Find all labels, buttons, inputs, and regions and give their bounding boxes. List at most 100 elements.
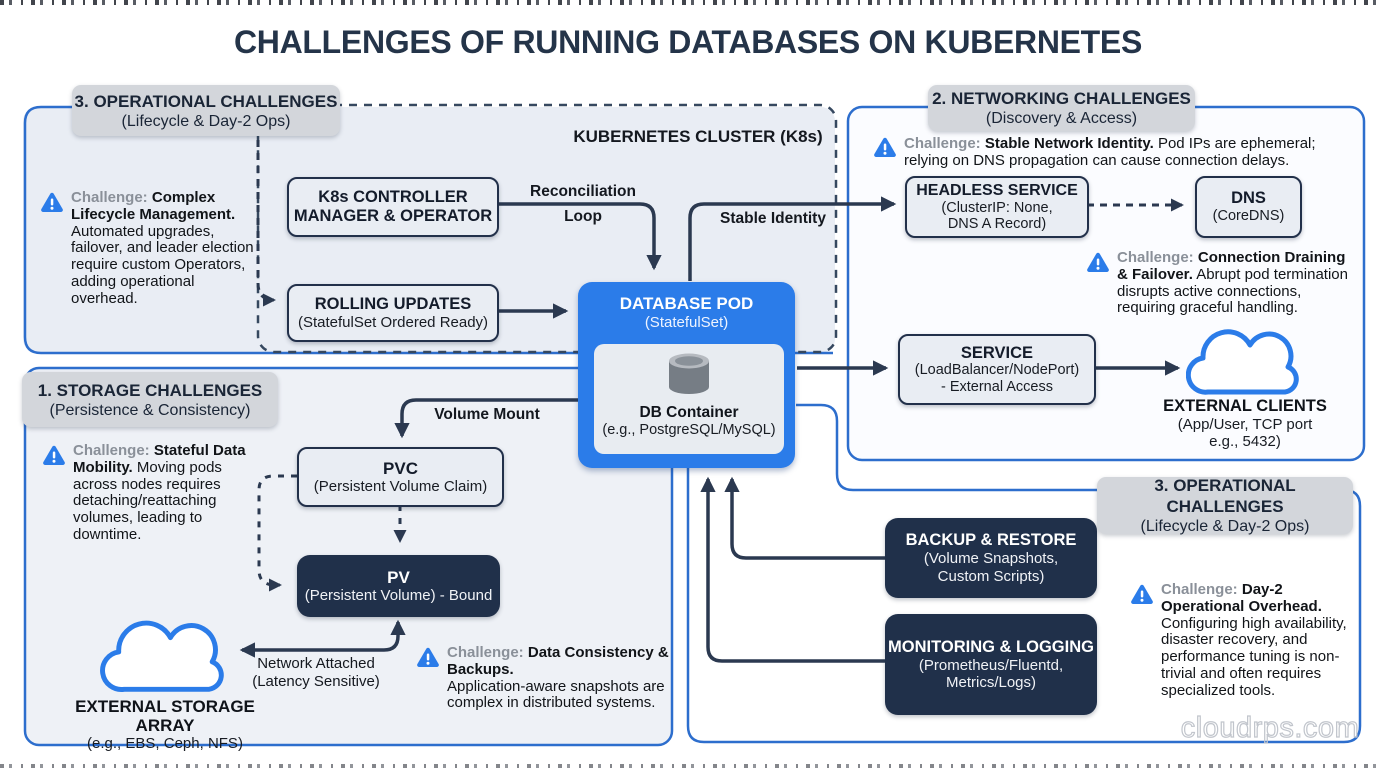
warning-icon xyxy=(1131,584,1153,604)
warning-icon xyxy=(43,445,65,465)
clients-line3: e.g., 5432) xyxy=(1209,433,1281,450)
challenge-word: Challenge: xyxy=(71,189,148,206)
bottom-edge-noise xyxy=(0,764,1376,768)
monitoring-logging-node: MONITORING & LOGGING (Prometheus/Fluentd… xyxy=(885,614,1097,715)
challenge-word: Challenge: xyxy=(447,644,524,661)
challenge-word: Challenge: xyxy=(904,135,981,152)
db-container-line1: DB Container xyxy=(639,404,739,421)
challenge-word: Challenge: xyxy=(1117,249,1194,266)
section-label-networking: 2. NETWORKING CHALLENGES (Discovery & Ac… xyxy=(928,85,1195,131)
database-cylinder-icon xyxy=(669,353,709,394)
db-container-node: DB Container (e.g., PostgreSQL/MySQL) xyxy=(594,344,784,454)
challenge-rest: Abrupt pod termination disrupts active c… xyxy=(1117,265,1348,317)
watermark: cloudrps.com xyxy=(1180,711,1360,744)
external-clients-caption: EXTERNAL CLIENTS (App/User, TCP port e.g… xyxy=(1155,397,1335,450)
challenge-rest: Configuring high availability, disaster … xyxy=(1161,614,1347,699)
challenge-rest: Pod IPs are ephemeral; relying on DNS pr… xyxy=(904,135,1316,169)
label-line2: (Discovery & Access) xyxy=(985,110,1138,127)
db-container-line2: (e.g., PostgreSQL/MySQL) xyxy=(602,422,776,438)
network-attached-label: Network Attached (Latency Sensitive) xyxy=(236,655,396,691)
top-edge-noise xyxy=(0,0,1376,5)
pv-node: PV (Persistent Volume) - Bound xyxy=(297,555,500,617)
headless-line1: HEADLESS SERVICE xyxy=(916,182,1078,200)
monitoring-line2: (Prometheus/Fluentd, xyxy=(918,656,1064,674)
backup-line3: Custom Scripts) xyxy=(937,567,1045,585)
stable-identity-label: Stable Identity xyxy=(720,210,826,227)
controller-manager-node: K8s CONTROLLER MANAGER & OPERATOR xyxy=(287,177,499,237)
controller-line2: MANAGER & OPERATOR xyxy=(293,207,493,225)
warning-icon xyxy=(1087,252,1109,272)
service-line3: - External Access xyxy=(940,378,1053,395)
pvc-line2: (Persistent Volume Claim) xyxy=(313,477,488,495)
pvc-node: PVC (Persistent Volume Claim) xyxy=(297,447,504,507)
headless-line2: (ClusterIP: None, xyxy=(941,199,1053,216)
reconciliation-line1: Reconciliation xyxy=(530,183,636,200)
dns-line1: DNS xyxy=(1231,188,1266,207)
pv-line1: PV xyxy=(387,567,410,587)
challenge-bold: Complex Lifecycle Management. xyxy=(71,189,236,223)
challenge-bold: Stateful Data Mobility. xyxy=(73,442,246,476)
pv-line2: (Persistent Volume) - Bound xyxy=(304,586,493,604)
network-attached-line1: Network Attached xyxy=(257,655,375,672)
monitoring-line1: MONITORING & LOGGING xyxy=(888,637,1094,656)
label-line2: (Persistence & Consistency) xyxy=(49,401,251,419)
dns-node: DNS (CoreDNS) xyxy=(1195,176,1302,238)
challenge-rest: Application-aware snapshots are complex … xyxy=(447,677,665,712)
challenge-connection-draining: Challenge: Connection Draining & Failove… xyxy=(1086,249,1348,317)
warning-icon xyxy=(41,192,63,212)
external-storage-cloud-icon xyxy=(100,620,224,692)
service-line2: (LoadBalancer/NodePort) xyxy=(914,362,1080,378)
section-label-operational-bottom: 3. OPERATIONAL CHALLENGES (Lifecycle & D… xyxy=(1097,476,1353,535)
section-label-operational-top: 3. OPERATIONAL CHALLENGES (Lifecycle & D… xyxy=(72,85,340,136)
challenge-bold: Connection Draining & Failover. xyxy=(1117,249,1346,283)
label-line2: (Lifecycle & Day-2 Ops) xyxy=(121,112,291,130)
challenge-bold: Stable Network Identity. xyxy=(980,135,1154,152)
label-line1: 3. OPERATIONAL CHALLENGES xyxy=(1154,476,1296,516)
label-line1: 2. NETWORKING CHALLENGES xyxy=(932,89,1191,108)
headless-service-node: HEADLESS SERVICE (ClusterIP: None, DNS A… xyxy=(905,176,1089,238)
challenge-day2-overhead: Challenge: Day-2 Operational Overhead. C… xyxy=(1130,581,1365,700)
label-line1: 1. STORAGE CHALLENGES xyxy=(37,380,263,400)
storage-array-line1: EXTERNAL STORAGE ARRAY xyxy=(75,697,255,735)
challenge-bold: Day-2 Operational Overhead. xyxy=(1161,581,1322,615)
storage-array-line2: (e.g., EBS, Ceph, NFS) xyxy=(87,735,243,752)
monitoring-line3: Metrics/Logs) xyxy=(945,674,1037,691)
backup-line1: BACKUP & RESTORE xyxy=(905,531,1077,549)
reconciliation-label: Reconciliation xyxy=(518,183,648,201)
clients-line2: (App/User, TCP port xyxy=(1177,416,1313,433)
controller-line1: K8s CONTROLLER xyxy=(318,188,468,206)
challenge-word: Challenge: xyxy=(73,442,150,459)
dns-line2: (CoreDNS) xyxy=(1212,207,1285,224)
challenge-bold: Data Consistency & Backups. xyxy=(447,644,669,678)
external-clients-cloud-icon xyxy=(1186,329,1299,395)
warning-icon xyxy=(874,137,896,157)
reconciliation-line2: Loop xyxy=(564,208,602,225)
pod-line1: DATABASE POD xyxy=(619,294,754,313)
pod-line2: (StatefulSet) xyxy=(644,314,729,331)
service-line1: SERVICE xyxy=(960,344,1034,362)
challenge-data-consistency: Challenge: Data Consistency & Backups. A… xyxy=(416,644,676,712)
pvc-line1: PVC xyxy=(383,458,418,478)
kubernetes-cluster-label: KUBERNETES CLUSTER (K8s) xyxy=(573,127,823,146)
clients-line1: EXTERNAL CLIENTS xyxy=(1163,397,1327,415)
section-label-storage: 1. STORAGE CHALLENGES (Persistence & Con… xyxy=(22,372,278,427)
rolling-updates-node: ROLLING UPDATES (StatefulSet Ordered Rea… xyxy=(287,284,499,342)
external-storage-caption: EXTERNAL STORAGE ARRAY (e.g., EBS, Ceph,… xyxy=(45,697,285,752)
page-title: CHALLENGES OF RUNNING DATABASES ON KUBER… xyxy=(233,24,1143,60)
label-line1: 3. OPERATIONAL CHALLENGES xyxy=(74,91,338,111)
headless-line3: DNS A Record) xyxy=(947,215,1047,232)
challenge-word: Challenge: xyxy=(1161,581,1238,598)
label-line2: (Lifecycle & Day-2 Ops) xyxy=(1140,518,1310,535)
challenge-lifecycle: Challenge: Complex Lifecycle Management.… xyxy=(40,189,270,308)
network-attached-line2: (Latency Sensitive) xyxy=(252,673,380,690)
service-node: SERVICE (LoadBalancer/NodePort) - Extern… xyxy=(898,334,1096,405)
warning-icon xyxy=(417,647,439,667)
challenge-rest: Moving pods across nodes requires detach… xyxy=(73,458,222,543)
backup-restore-node: BACKUP & RESTORE (Volume Snapshots, Cust… xyxy=(885,518,1097,598)
challenge-rest: Automated upgrades, failover, and leader… xyxy=(71,222,254,307)
volume-mount-label: Volume Mount xyxy=(434,406,540,423)
rolling-line2: (StatefulSet Ordered Ready) xyxy=(297,313,489,331)
backup-line2: (Volume Snapshots, xyxy=(923,550,1059,567)
loop-label: Loop xyxy=(518,208,648,226)
